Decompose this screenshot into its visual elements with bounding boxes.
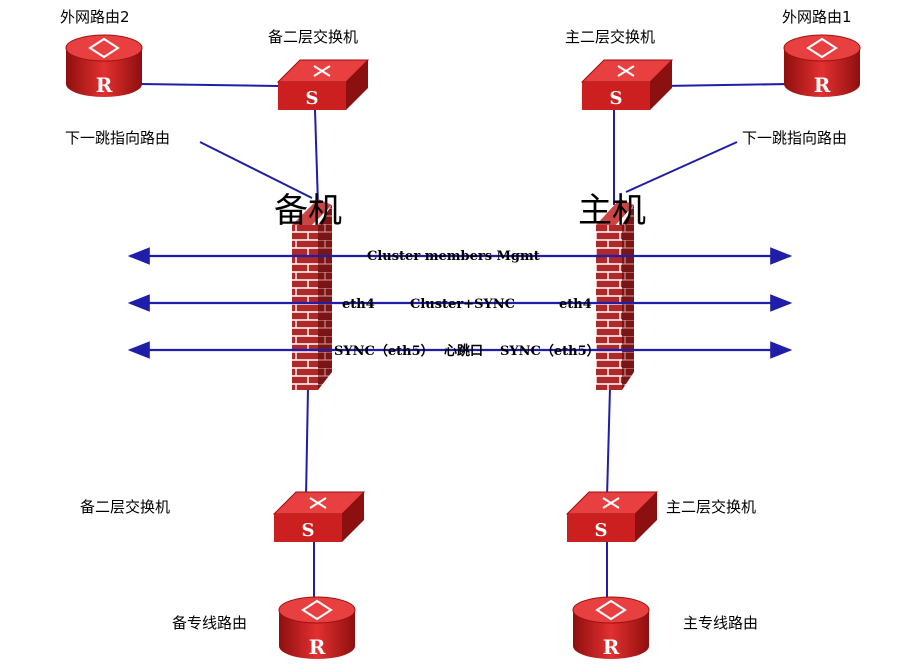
label-main-line-router: 主专线路由 bbox=[683, 614, 758, 632]
switch-letter: S bbox=[302, 520, 315, 541]
router-letter: R bbox=[309, 635, 326, 659]
router-letter: R bbox=[814, 73, 831, 97]
label-backup-line-router: 备专线路由 bbox=[172, 614, 247, 632]
switch-icon-backup-top: S bbox=[276, 59, 370, 110]
label-eth4-left: eth4 bbox=[342, 297, 375, 312]
link-backup-host-to-bottom-switch bbox=[305, 387, 309, 498]
switch-letter: S bbox=[610, 88, 623, 109]
switch-icon-backup-bottom: S bbox=[272, 491, 366, 542]
router-icon-main-line: R bbox=[572, 596, 650, 659]
link-main-host-to-bottom-switch bbox=[606, 387, 611, 498]
cluster-links bbox=[127, 247, 793, 359]
router-icon-ext2: R bbox=[65, 34, 143, 97]
label-backup-host: 备机 bbox=[274, 191, 342, 231]
label-sync-left: SYNC（eth5） bbox=[334, 343, 434, 359]
connection-lines bbox=[139, 83, 791, 605]
label-next-hop-left: 下一跳指向路由 bbox=[65, 129, 170, 147]
label-ext-router-2: 外网路由2 bbox=[60, 8, 130, 26]
label-next-hop-right: 下一跳指向路由 bbox=[742, 129, 847, 147]
switch-letter: S bbox=[595, 520, 608, 541]
switch-icon-main-bottom: S bbox=[565, 491, 659, 542]
router-letter: R bbox=[96, 73, 113, 97]
label-cluster-sync: Cluster+SYNC bbox=[410, 297, 515, 312]
pointer-next-hop-right bbox=[625, 141, 738, 193]
router-icon-backup-line: R bbox=[278, 596, 356, 659]
label-main-switch-top: 主二层交换机 bbox=[565, 28, 655, 46]
pointer-next-hop-left bbox=[199, 141, 313, 199]
label-ext-router-1: 外网路由1 bbox=[782, 8, 852, 26]
label-main-host: 主机 bbox=[578, 191, 646, 231]
label-backup-switch-top: 备二层交换机 bbox=[268, 28, 358, 46]
link-router2-to-backup-switch bbox=[139, 83, 279, 87]
label-main-switch-bottom: 主二层交换机 bbox=[666, 498, 756, 516]
switch-letter: S bbox=[306, 88, 319, 109]
router-letter: R bbox=[603, 635, 620, 659]
label-heartbeat: 心跳口 bbox=[444, 343, 483, 359]
link-main-switch-to-router1 bbox=[661, 83, 791, 87]
label-backup-switch-bottom: 备二层交换机 bbox=[80, 498, 170, 516]
label-mgmt-link: Cluster members Mgmt bbox=[367, 249, 540, 264]
link-backup-switch-to-backup-host bbox=[314, 109, 319, 206]
switch-icon-main-top: S bbox=[580, 59, 674, 110]
label-eth4-right: eth4 bbox=[559, 297, 592, 312]
router-icon-ext1: R bbox=[783, 34, 861, 97]
label-sync-right: SYNC（eth5） bbox=[500, 343, 600, 359]
